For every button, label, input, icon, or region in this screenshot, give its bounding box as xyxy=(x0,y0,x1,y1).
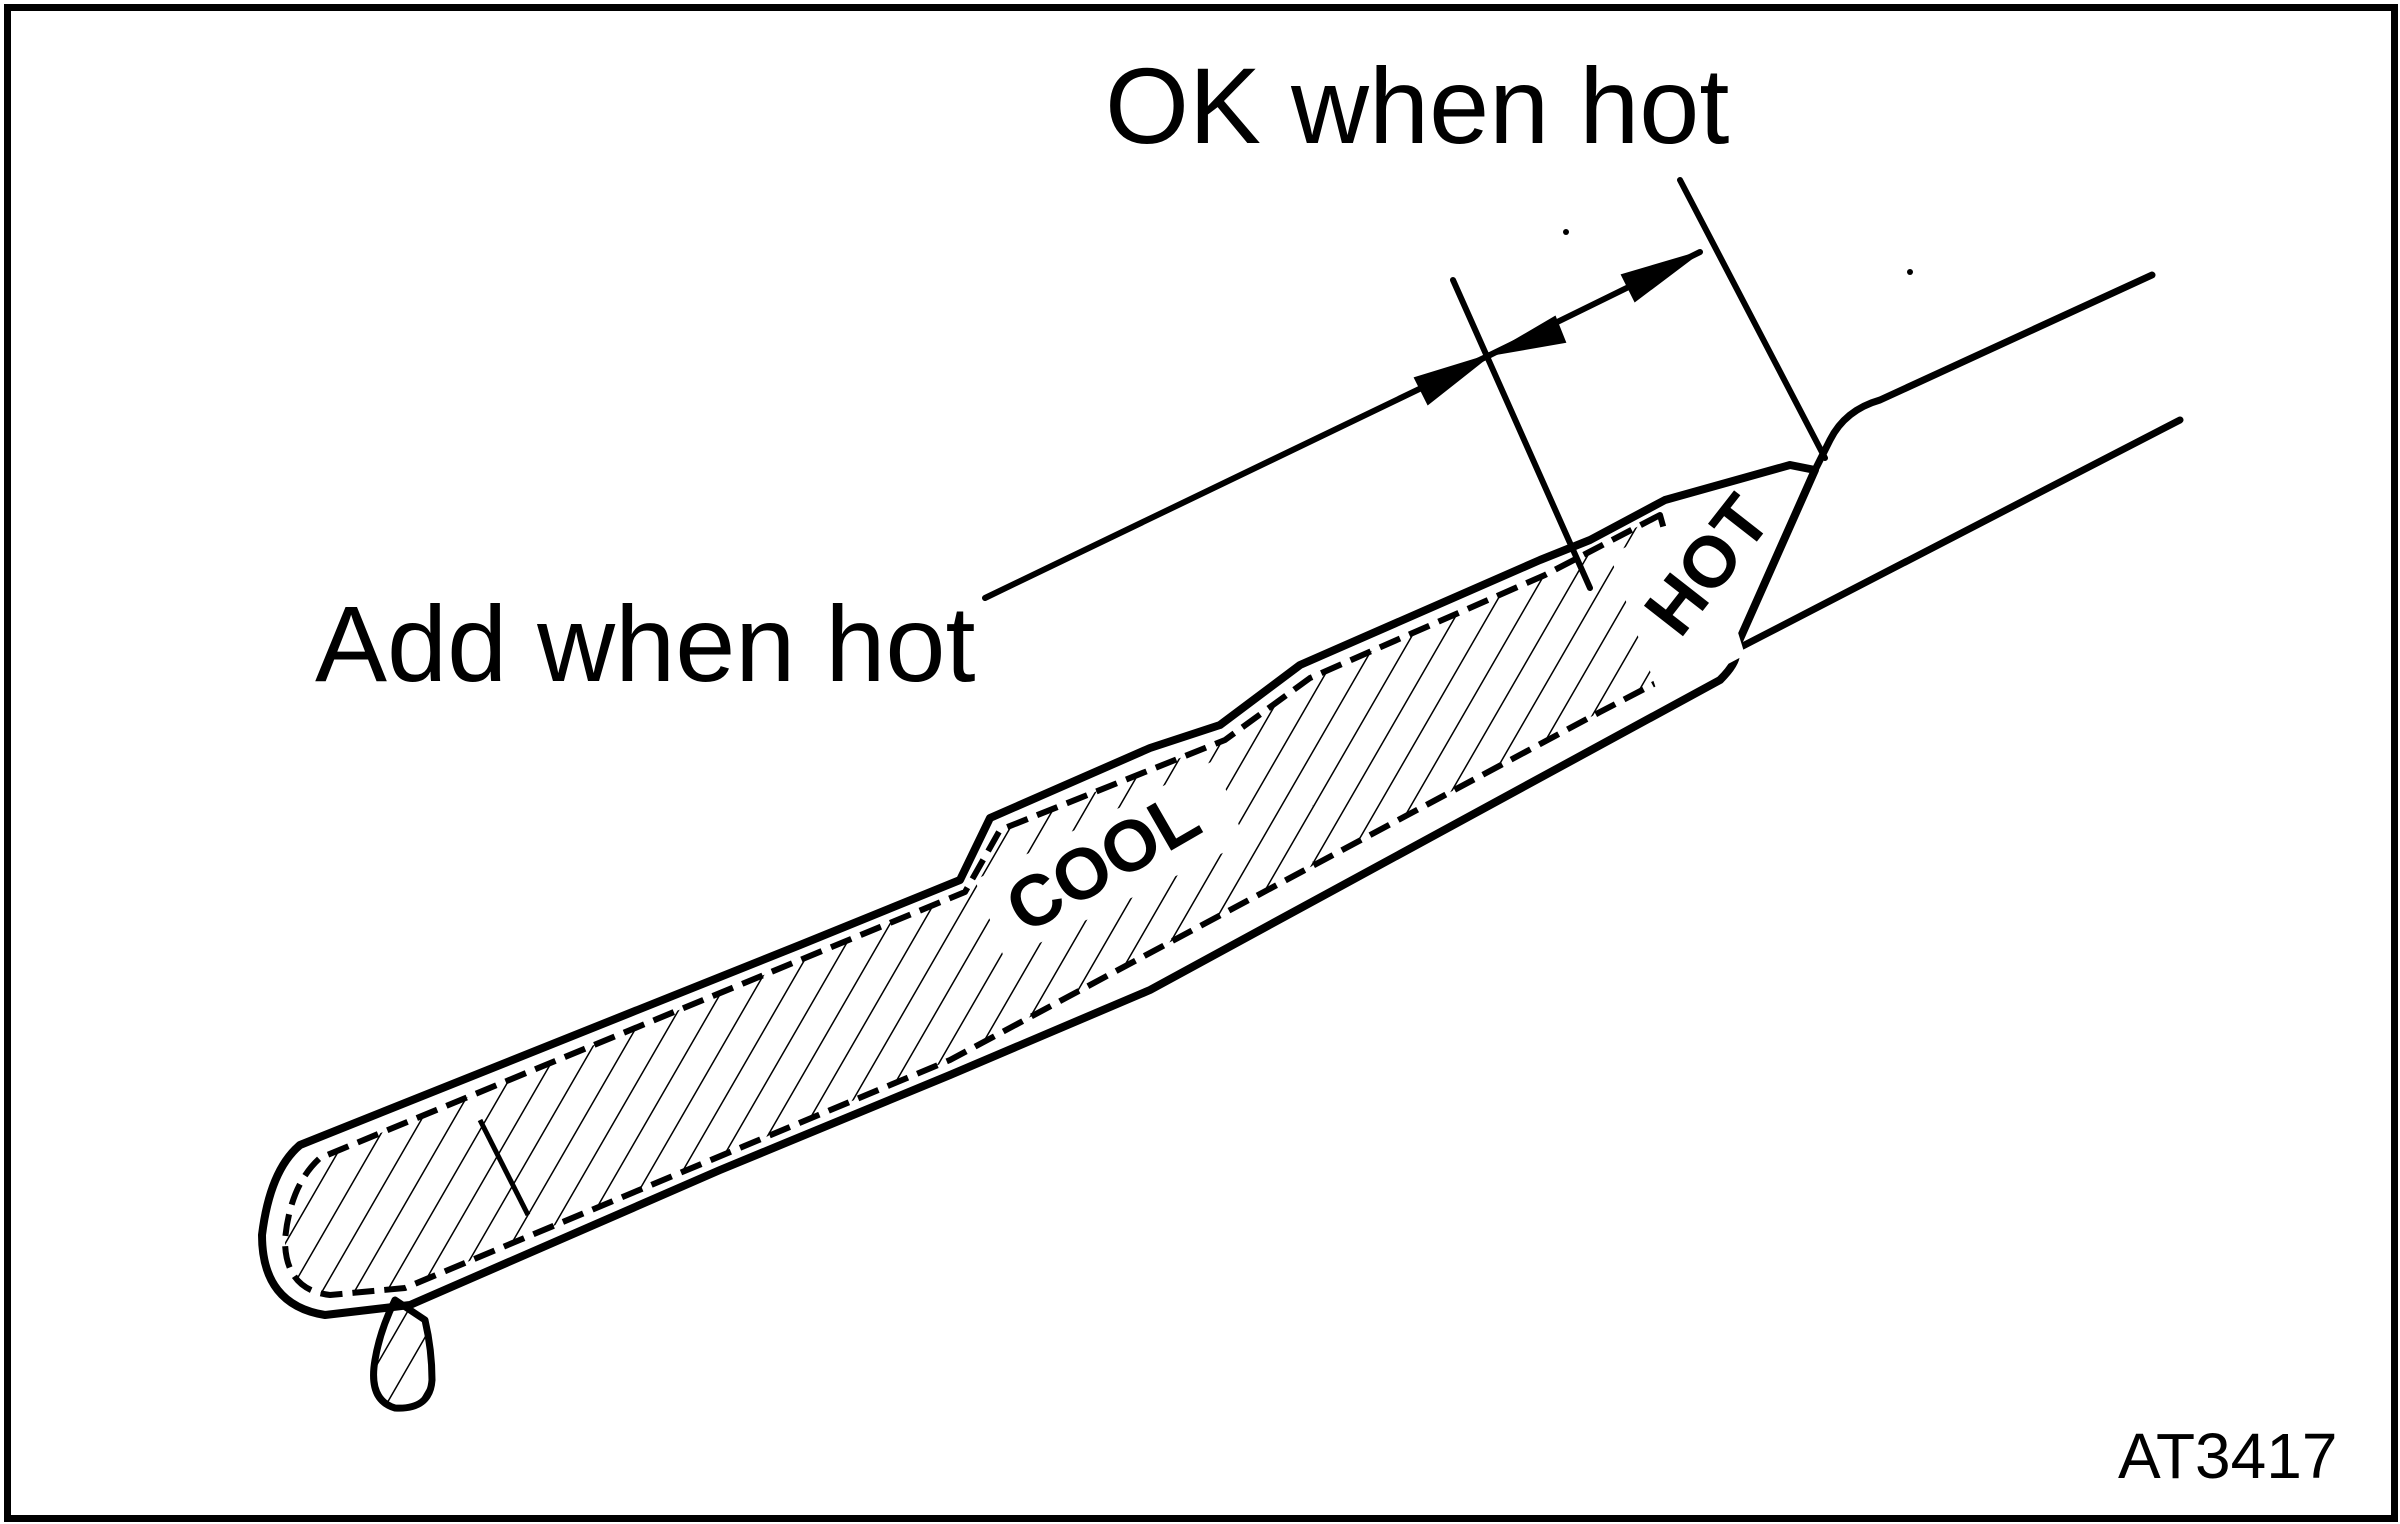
cool-panel xyxy=(975,760,1245,960)
tip-mark xyxy=(477,1118,531,1217)
hot-panel xyxy=(1610,510,1745,700)
ok-when-hot-label: OK when hot xyxy=(1105,45,1730,166)
speck xyxy=(1907,269,1913,275)
dimension-arrowheads xyxy=(1413,251,1701,406)
dipstick-shaft xyxy=(1731,271,2184,654)
figure-code: AT3417 xyxy=(2118,1420,2338,1492)
add-when-hot-label: Add when hot xyxy=(315,583,976,704)
speck xyxy=(1563,229,1569,235)
oil-drip xyxy=(370,1296,436,1412)
